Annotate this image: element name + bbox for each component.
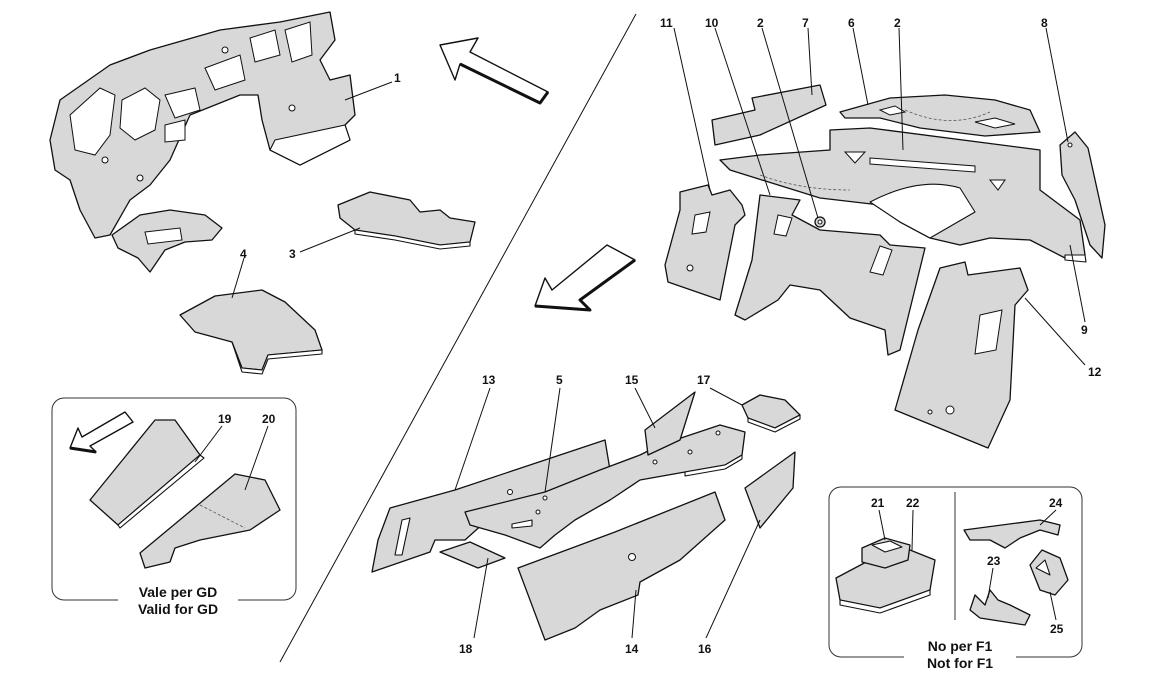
gd-note-english: Valid for GD — [137, 601, 219, 617]
part-1-firewall-insulation — [49, 11, 356, 239]
part-25-insulation-piece — [1029, 549, 1069, 596]
callout-2-left: 2 — [757, 16, 764, 30]
callout-22: 22 — [906, 496, 920, 510]
callout-3: 3 — [289, 247, 296, 261]
callout-16: 16 — [698, 642, 712, 656]
callout-18: 18 — [459, 642, 473, 656]
callout-9: 9 — [1081, 323, 1088, 337]
leader-lines — [194, 27, 1086, 639]
part-15-insulation-panel — [644, 391, 696, 456]
part-14-insulation-panel — [517, 491, 726, 641]
part-11-insulation-panel — [664, 184, 746, 301]
part-16-insulation-panel — [744, 451, 796, 529]
callout-14: 14 — [625, 642, 639, 656]
part-18-insulation-pad — [439, 541, 506, 569]
callout-7: 7 — [802, 16, 809, 30]
part-12-insulation-panel — [894, 261, 1029, 449]
callout-21: 21 — [871, 496, 885, 510]
callout-12: 12 — [1088, 365, 1102, 379]
part-3-insulation-panel — [337, 191, 476, 250]
callout-8: 8 — [1041, 16, 1048, 30]
callout-10: 10 — [705, 16, 719, 30]
gd-variant-note: Vale per GD Valid for GD — [118, 584, 238, 618]
callout-23: 23 — [987, 554, 1001, 568]
callout-5: 5 — [556, 373, 563, 387]
part-19-insulation-panel — [89, 419, 205, 529]
callout-24: 24 — [1049, 496, 1063, 510]
part-2-grommet-lower — [814, 216, 826, 228]
part-7-insulation-strip — [711, 84, 827, 146]
callout-25: 25 — [1050, 622, 1064, 636]
gd-note-italian: Vale per GD — [138, 584, 218, 600]
callout-2-right: 2 — [894, 16, 901, 30]
part-9-main-panel — [719, 127, 1087, 263]
callout-4: 4 — [240, 247, 247, 261]
f1-note-english: Not for F1 — [926, 655, 994, 671]
part-23-insulation-piece — [969, 589, 1031, 626]
callout-6: 6 — [848, 16, 855, 30]
gd-direction-arrow — [69, 411, 134, 454]
callout-15: 15 — [625, 373, 639, 387]
callout-1: 1 — [394, 71, 401, 85]
f1-variant-note: No per F1 Not for F1 — [904, 638, 1016, 672]
section-divider-line — [279, 13, 637, 663]
callout-20: 20 — [262, 412, 276, 426]
direction-arrow-middle — [534, 244, 636, 312]
callout-19: 19 — [218, 412, 232, 426]
part-6-insulation-panel — [839, 94, 1041, 137]
part-4-insulation-panel — [179, 289, 323, 375]
part-1-lower-bracket — [111, 209, 223, 273]
part-24-insulation-strip — [963, 519, 1061, 549]
f1-note-italian: No per F1 — [927, 638, 993, 654]
part-17-insulation-pad — [741, 394, 801, 433]
callout-17: 17 — [697, 373, 711, 387]
callout-labels: 1 3 4 11 10 2 7 6 2 8 9 12 13 5 15 17 18… — [218, 16, 1102, 656]
part-10-insulation-panel — [734, 194, 926, 356]
callout-11: 11 — [660, 16, 673, 30]
part-8-side-panel — [1059, 131, 1106, 259]
direction-arrow-top — [439, 37, 550, 105]
part-5-insulation-strip — [464, 424, 746, 549]
callout-13: 13 — [482, 373, 496, 387]
